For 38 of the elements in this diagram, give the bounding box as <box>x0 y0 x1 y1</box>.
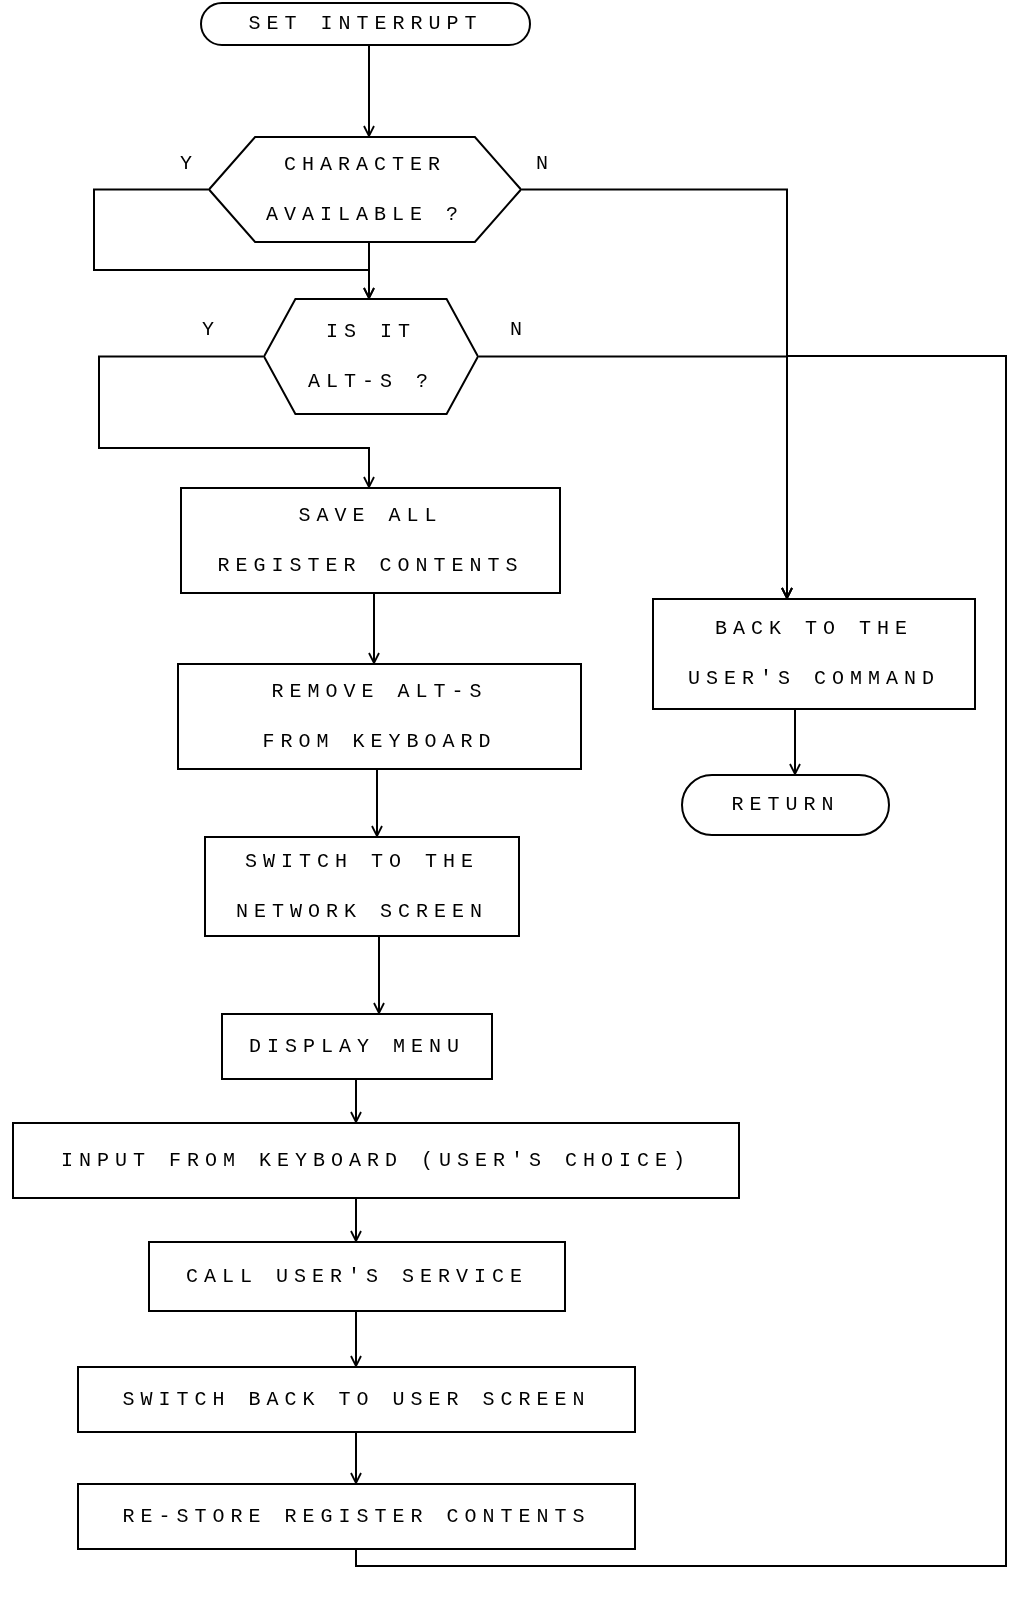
process-box <box>12 1122 740 1199</box>
node-text: RETURN <box>731 792 840 818</box>
node-text: CHARACTER AVAILABLE ? <box>265 151 465 228</box>
arrow <box>350 1198 362 1242</box>
node-text: REMOVE ALT-S FROM KEYBOARD <box>261 678 498 755</box>
arrow <box>368 593 380 664</box>
terminal-shape <box>200 2 531 46</box>
node-text: SWITCH BACK TO USER SCREEN <box>122 1386 591 1413</box>
terminal-shape <box>681 774 890 836</box>
arrow <box>789 709 801 775</box>
process-box <box>148 1241 566 1312</box>
decision-hexagon <box>263 298 479 415</box>
arrow <box>98 355 375 488</box>
process-box <box>221 1013 493 1080</box>
process-box <box>77 1483 636 1550</box>
process-box <box>204 836 520 937</box>
arrow <box>350 1079 362 1123</box>
arrow <box>350 1432 362 1484</box>
process-box <box>177 663 582 770</box>
arrow <box>355 355 1007 1567</box>
node-text: SET INTERRUPT <box>248 11 483 37</box>
process-box <box>77 1366 636 1433</box>
arrow <box>350 1311 362 1367</box>
arrow <box>93 188 375 299</box>
process-box <box>180 487 561 594</box>
node-text: SAVE ALL REGISTER CONTENTS <box>216 502 525 579</box>
node-text: INPUT FROM KEYBOARD (USER'S CHOICE) <box>60 1147 692 1174</box>
node-text: RE-STORE REGISTER CONTENTS <box>122 1503 591 1530</box>
arrow <box>373 936 385 1014</box>
decision-hexagon <box>208 136 522 243</box>
node-text: DISPLAY MENU <box>249 1033 465 1060</box>
node-text: BACK TO THE USER'S COMMAND <box>687 616 941 692</box>
node-text: SWITCH TO THE NETWORK SCREEN <box>235 848 489 925</box>
node-text: CALL USER'S SERVICE <box>185 1263 528 1290</box>
process-box <box>652 598 976 710</box>
arrow <box>363 45 375 137</box>
node-text: IS IT ALT-S ? <box>307 318 435 395</box>
arrow <box>371 769 383 837</box>
